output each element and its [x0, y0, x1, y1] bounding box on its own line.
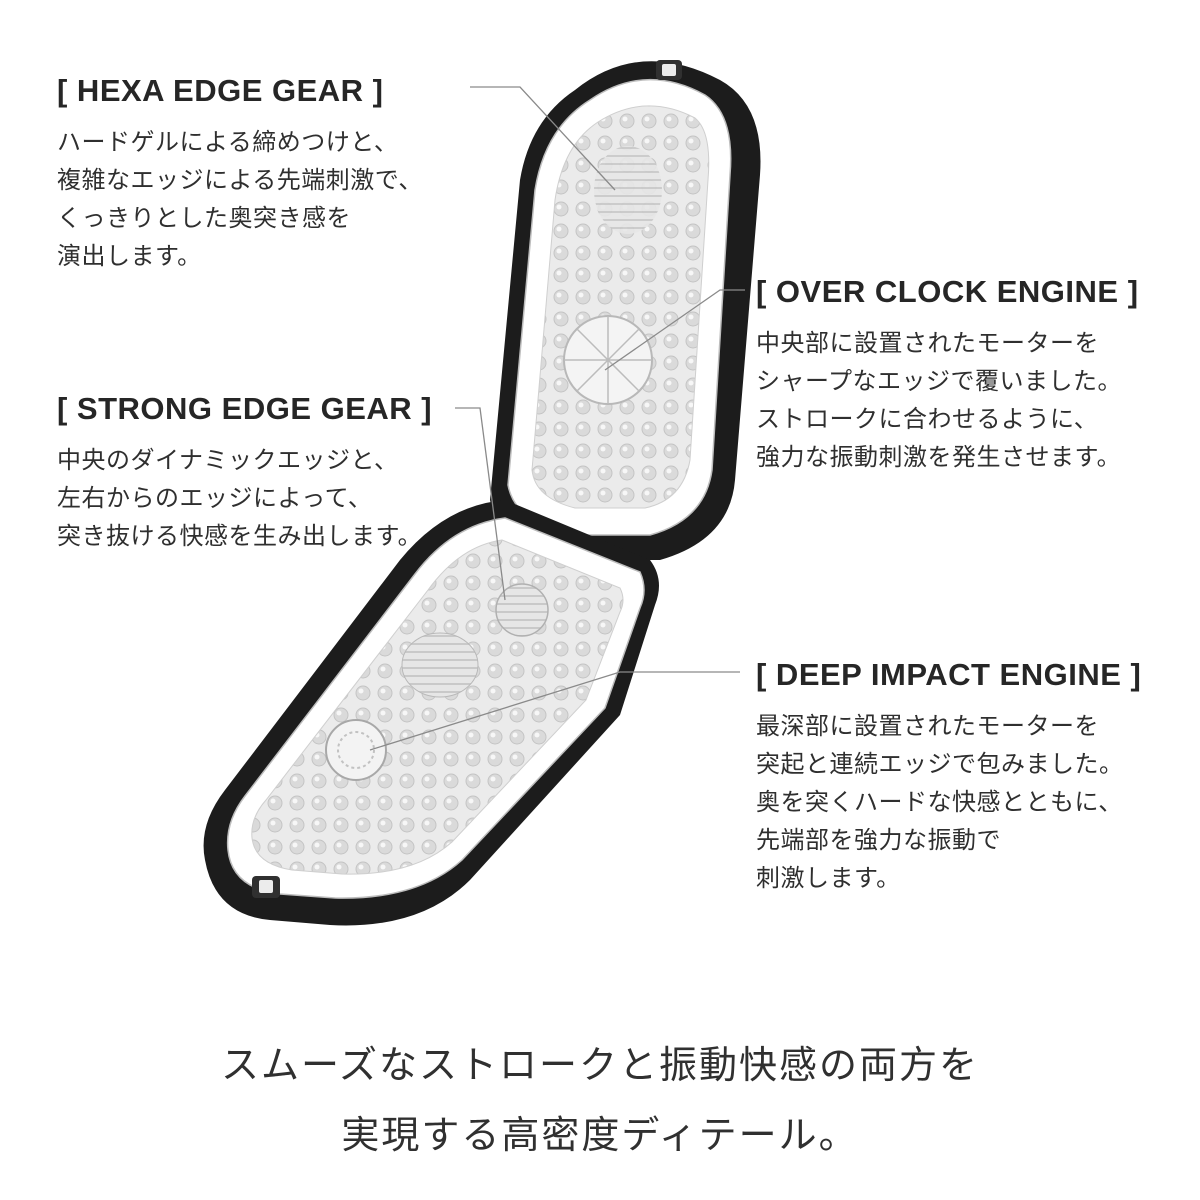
strong-line-3: 突き抜ける快感を生み出します。: [57, 522, 423, 550]
hexa-edge-gear-title: [ HEXA EDGE GEAR ]: [57, 73, 384, 108]
over-clock-engine-title: [ OVER CLOCK ENGINE ]: [756, 274, 1139, 309]
strong-edge-gear-detail: [401, 583, 549, 698]
hexa-edge-gear-callout: [ HEXA EDGE GEAR ] ハードゲルによる締めつけと、 複雑なエッジ…: [57, 73, 423, 275]
hexa-line-1: ハードゲルによる締めつけと、: [57, 128, 399, 156]
tagline-line-2: 実現する高密度ディテール。: [341, 1113, 859, 1157]
over-line-2: シャープなエッジで覆いました。: [756, 367, 1123, 395]
hexa-line-2: 複雑なエッジによる先端刺激で、: [57, 166, 423, 194]
tagline: スムーズなストロークと振動快感の両方を 実現する高密度ディテール。: [0, 1030, 1200, 1170]
hexa-line-3: くっきりとした奥突き感を: [57, 204, 351, 232]
strong-line-2: 左右からのエッジによって、: [57, 484, 373, 512]
deep-line-3: 奥を突くハードな快感とともに、: [756, 788, 1123, 816]
over-line-4: 強力な振動刺激を発生させます。: [756, 443, 1122, 471]
deep-line-4: 先端部を強力な振動で: [756, 826, 1001, 854]
deep-line-2: 突起と連続エッジで包みました。: [756, 750, 1124, 778]
lower-case: [203, 500, 659, 926]
upper-case: [490, 60, 761, 561]
strong-edge-gear-callout: [ STRONG EDGE GEAR ] 中央のダイナミックエッジと、 左右から…: [57, 391, 432, 555]
over-line-3: ストロークに合わせるように、: [756, 405, 1099, 433]
deep-impact-engine-detail: [325, 719, 387, 781]
over-line-1: 中央部に設置されたモーターを: [756, 329, 1099, 357]
strong-line-1: 中央のダイナミックエッジと、: [57, 446, 399, 474]
deep-line-1: 最深部に設置されたモーターを: [756, 712, 1099, 740]
tagline-line-1: スムーズなストロークと振動快感の両方を: [220, 1043, 980, 1087]
over-clock-engine-callout: [ OVER CLOCK ENGINE ] 中央部に設置されたモーターを シャー…: [756, 274, 1139, 476]
strong-edge-gear-title: [ STRONG EDGE GEAR ]: [57, 391, 433, 426]
leader-lines: [369, 86, 745, 751]
hexa-edge-gear-detail: [594, 146, 662, 234]
over-clock-engine-detail: [563, 315, 653, 405]
deep-impact-engine-title: [ DEEP IMPACT ENGINE ]: [756, 657, 1142, 692]
hexa-line-4: 演出します。: [57, 242, 202, 270]
deep-impact-engine-callout: [ DEEP IMPACT ENGINE ] 最深部に設置されたモーターを 突起…: [756, 657, 1141, 897]
deep-line-5: 刺激します。: [756, 864, 901, 892]
